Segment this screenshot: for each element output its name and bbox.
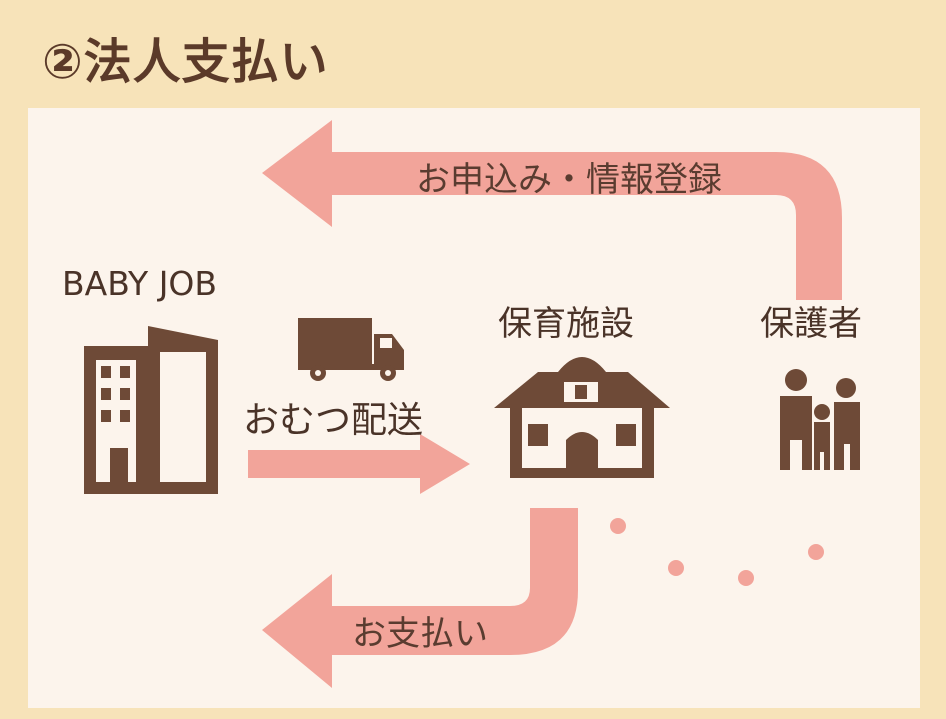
payment-label: お支払い xyxy=(352,614,488,654)
nursery-school-icon xyxy=(494,357,670,478)
delivery-truck-icon xyxy=(298,318,404,381)
facility-label: 保育施設 xyxy=(498,304,634,344)
dot-3 xyxy=(738,570,754,586)
delivery-label: おむつ配送 xyxy=(243,400,424,441)
guardian-label: 保護者 xyxy=(760,304,862,344)
dot-2 xyxy=(668,560,684,576)
payment-dots xyxy=(610,518,824,586)
office-building-icon xyxy=(84,326,218,494)
application-label: お申込み・情報登録 xyxy=(416,160,722,200)
dot-1 xyxy=(610,518,626,534)
application-arrow xyxy=(262,120,842,300)
delivery-arrow xyxy=(248,434,470,494)
family-icon xyxy=(780,369,860,470)
dot-4 xyxy=(808,544,824,560)
company-label: BABY JOB xyxy=(62,264,218,303)
payment-arrow xyxy=(262,508,578,688)
page-title: ②法人支払い xyxy=(42,34,329,90)
